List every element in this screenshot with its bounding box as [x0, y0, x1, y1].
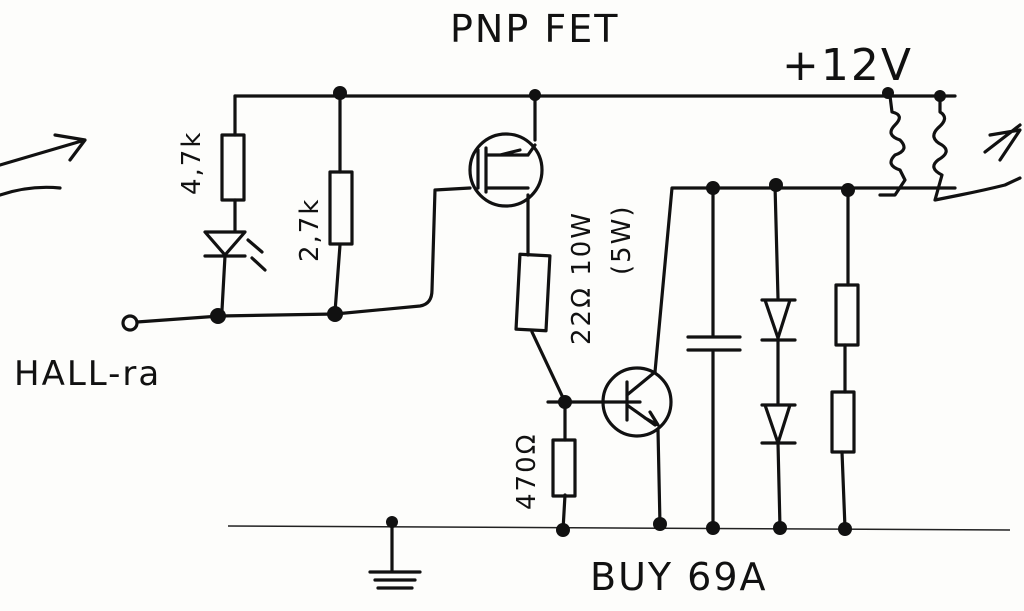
junction-nodes — [210, 86, 946, 537]
supply-label: +12V — [782, 40, 913, 91]
collector-wire — [653, 186, 957, 527]
ground-rail — [227, 525, 1011, 531]
r3-label: 22Ω 10W — [567, 211, 597, 345]
input-wire — [135, 186, 472, 324]
r5-resistor — [834, 283, 860, 347]
input-terminal[interactable] — [121, 314, 139, 332]
r2-resistor — [328, 170, 354, 246]
capacitor — [686, 183, 742, 530]
transistor-label: BUY 69A — [590, 555, 768, 599]
r2-wire — [333, 94, 342, 314]
r6-resistor — [830, 390, 856, 454]
r4-resistor — [551, 438, 577, 498]
r3-wire — [530, 330, 567, 404]
coil-icon — [878, 94, 1022, 202]
r4-label: 470Ω — [512, 433, 542, 511]
npn-transistor-icon — [601, 366, 673, 438]
r1-resistor — [220, 133, 246, 202]
led-icon — [203, 230, 267, 312]
r3-resistor — [514, 252, 552, 333]
r3-note-label: (5W) — [607, 204, 637, 275]
r2-label: 2,7k — [295, 198, 325, 262]
fet-drain-wire — [526, 94, 537, 257]
ground-icon — [368, 523, 422, 590]
pnp-fet-icon — [468, 132, 544, 208]
input-label: HALL-ra — [14, 354, 161, 394]
zener-diode-icon — [760, 183, 797, 530]
arrow-icon — [0, 133, 87, 197]
r5-wire — [840, 186, 850, 530]
r1-label: 4,7k — [177, 131, 207, 195]
title-label: PNP FET — [450, 7, 619, 51]
